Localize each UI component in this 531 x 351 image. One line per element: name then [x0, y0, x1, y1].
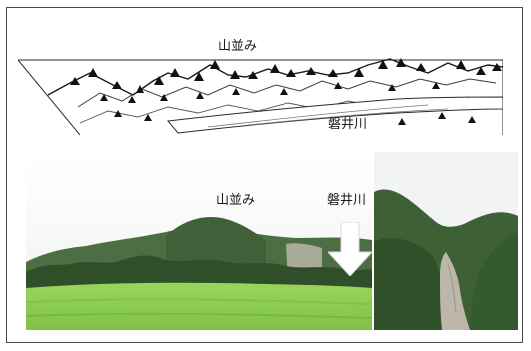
photo-mountains-label: 山並み	[216, 193, 256, 208]
river-photo-svg	[374, 152, 518, 330]
river-photo	[374, 152, 518, 330]
down-arrow-icon	[328, 222, 372, 276]
sketch-svg	[18, 58, 503, 135]
sketch-mountains-label: 山並み	[218, 39, 258, 54]
landscape-photo-svg	[26, 152, 372, 330]
landscape-photo	[26, 152, 372, 330]
photo-river-label: 磐井川	[327, 193, 367, 208]
mountain-sketch-illustration	[18, 55, 503, 135]
sketch-river-label: 磐井川	[328, 117, 368, 132]
